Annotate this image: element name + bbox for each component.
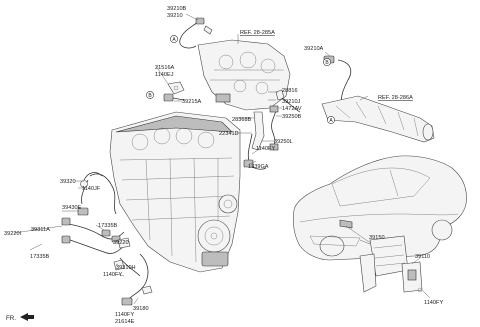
- sensor-39310h: [113, 259, 125, 271]
- label-28816: 28816: [282, 88, 298, 94]
- sensor-39320: [80, 172, 103, 188]
- label-39310h: 39310H: [116, 265, 136, 271]
- label-39180: 39180: [133, 306, 149, 312]
- sensor-39215a: [163, 93, 185, 102]
- bracket-39220: [117, 237, 131, 249]
- label-1140fy-lower: 1140FY: [103, 272, 122, 278]
- label-fr: FR.: [6, 315, 16, 322]
- label-1140fy-bottom: 1140FY: [115, 312, 134, 318]
- label-1472av: 1472AV: [282, 106, 302, 112]
- label-39250l: 39250L: [274, 139, 293, 145]
- svg-text:B: B: [148, 93, 152, 99]
- label-21516a: 21516A: [155, 65, 175, 71]
- svg-text:B: B: [325, 60, 329, 66]
- label-28368b: 28368B: [232, 117, 252, 123]
- label-39430e: 39430E: [62, 205, 82, 211]
- svg-text:A: A: [172, 37, 176, 43]
- callout-a-right: A: [327, 116, 335, 124]
- label-1140fy-ecu: 1140FY: [424, 300, 443, 306]
- callout-b-right: B: [323, 58, 331, 66]
- callout-b-left: B: [146, 91, 154, 99]
- label-1339ga: 1339GA: [248, 164, 269, 170]
- sensor-39180: [121, 253, 153, 306]
- label-39210a: 39210A: [304, 46, 324, 52]
- label-39220: 39220: [113, 240, 129, 246]
- label-17335b-lower: 17335B: [30, 254, 50, 260]
- connector-39430e: [77, 207, 89, 216]
- vehicle-outline: [292, 155, 467, 261]
- label-1140jf: 1140JF: [82, 186, 101, 192]
- sensor-39250b: [269, 105, 279, 151]
- front-direction-arrow: [20, 313, 34, 321]
- label-39311a: 39311A: [31, 227, 50, 233]
- label-17335b-upper: 17335B: [98, 223, 118, 229]
- sensor-39210j: [275, 89, 301, 113]
- label-39210j: 39210J: [282, 99, 301, 105]
- label-39210: 39210: [167, 13, 183, 19]
- engine-wiring-harness: [61, 173, 141, 277]
- label-39220i: 39220I: [4, 231, 22, 237]
- label-39250b: 39250B: [282, 114, 302, 120]
- label-39110: 39110: [415, 254, 430, 260]
- label-22341d: 22341D: [219, 131, 239, 137]
- bracket-21516a: [167, 81, 185, 95]
- ecu-39150: [359, 235, 409, 293]
- label-1140ej: 1140EJ: [155, 72, 174, 78]
- label-21614e: 21614E: [115, 319, 135, 325]
- engine-block: [109, 111, 241, 273]
- callout-a-top: A: [170, 35, 178, 43]
- label-39215a: 39215A: [182, 99, 202, 105]
- label-ref-28-286a: REF. 28-286A: [378, 95, 413, 101]
- bracket-39110: [401, 261, 423, 293]
- bracket-28368b: [251, 111, 265, 151]
- exhaust-converter: [321, 95, 435, 143]
- oxygen-sensor-39210b: [179, 17, 213, 49]
- label-ref-28-285a: REF. 28-285A: [240, 30, 275, 36]
- leader-lines: [13, 13, 431, 305]
- intake-manifold-assembly: [197, 39, 291, 111]
- svg-text:A: A: [329, 118, 333, 124]
- label-39150: 39150: [369, 235, 385, 241]
- label-39210b: 39210B: [167, 6, 187, 12]
- label-39320: 39320: [60, 179, 76, 185]
- label-1140fy-upper: 1140FY: [256, 146, 275, 152]
